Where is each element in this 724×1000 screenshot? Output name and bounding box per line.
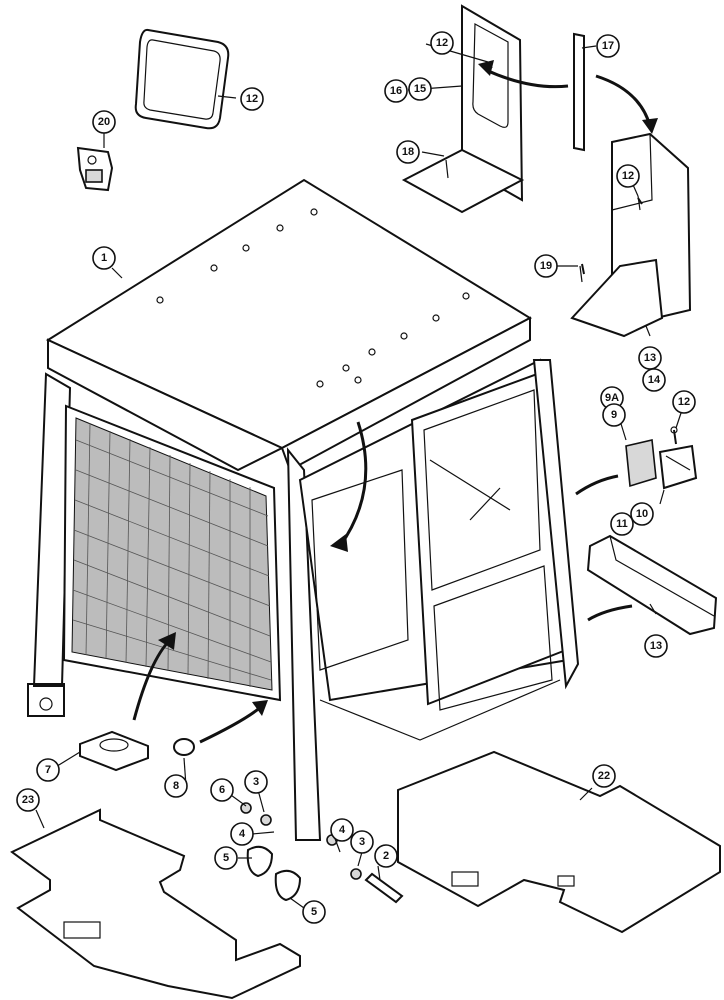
callout-label: 14 <box>648 374 661 386</box>
callout-label: 2 <box>383 850 389 862</box>
callout-label: 18 <box>402 146 414 158</box>
callout-label: 20 <box>98 116 110 128</box>
callout-17: 16 <box>384 79 408 103</box>
callout-label: 7 <box>45 764 51 776</box>
callout-label: 23 <box>22 794 34 806</box>
callout-label: 9A <box>605 392 619 404</box>
callout-3-left: 3 <box>244 770 268 794</box>
callout-9a: 9A <box>600 386 624 410</box>
callout-label: 3 <box>359 836 365 848</box>
pad-part <box>79 730 149 772</box>
callout-21: 20 <box>92 110 116 134</box>
seal-strip-part <box>573 32 585 152</box>
screen-guard-part <box>62 404 282 702</box>
callout-label: 4 <box>339 824 346 836</box>
floor-mat-left-part <box>10 808 301 1000</box>
callout-2: 2 <box>374 844 398 868</box>
callout-label: 15 <box>414 83 426 95</box>
callout-label: 5 <box>311 906 317 918</box>
callout-16: 15 <box>408 77 432 101</box>
callout-label: 11 <box>616 518 628 530</box>
callout-5-right: 5 <box>302 900 326 924</box>
callout-8: 8 <box>164 774 188 798</box>
callout-label: 3 <box>253 776 259 788</box>
filter-element-part <box>625 439 657 488</box>
callout-12-right: 12 <box>616 164 640 188</box>
callout-label: 19 <box>540 260 552 272</box>
callout-label: 4 <box>239 828 246 840</box>
assembly-arrows <box>132 60 658 744</box>
callout-label: 6 <box>219 784 225 796</box>
callout-label: 12 <box>246 93 258 105</box>
callout-label: 12 <box>622 170 634 182</box>
callout-label: 12 <box>436 37 448 49</box>
callout-label: 9 <box>611 409 617 421</box>
window-glass-part <box>134 28 230 130</box>
callout-22: 22 <box>592 764 616 788</box>
callout-label: 16 <box>390 85 402 97</box>
callout-19-top: 18 <box>396 140 420 164</box>
plug-part <box>173 738 195 756</box>
rear-post-left-part <box>401 4 525 214</box>
callout-label: 17 <box>602 40 614 52</box>
filter-cover-part <box>658 444 698 490</box>
callout-12-mid: 12 <box>672 390 696 414</box>
callout-label: 5 <box>223 852 229 864</box>
callout-18: 17 <box>596 34 620 58</box>
callout-1: 1 <box>92 246 116 270</box>
callout-4-left: 4 <box>230 822 254 846</box>
callout-4-right: 4 <box>330 818 354 842</box>
latch-part <box>76 146 114 192</box>
callout-6: 6 <box>210 778 234 802</box>
callout-label: 22 <box>598 770 610 782</box>
callout-5-left: 5 <box>214 846 238 870</box>
callout-14: 13 <box>638 346 662 370</box>
side-panel-part <box>586 534 718 636</box>
leader-lines <box>35 43 685 909</box>
callout-label: 13 <box>644 352 656 364</box>
callout-13: 13 <box>644 634 668 658</box>
callout-label: 13 <box>650 640 662 652</box>
callout-9: 9 <box>602 403 626 427</box>
callout-10: 10 <box>630 502 654 526</box>
callout-7: 7 <box>36 758 60 782</box>
screw-part <box>670 426 678 445</box>
rear-post-right-part <box>570 132 692 338</box>
callout-15: 14 <box>642 368 666 392</box>
callout-label: 8 <box>173 780 179 792</box>
callout-12-top: 12 <box>430 31 454 55</box>
callout-23: 23 <box>16 788 40 812</box>
callout-3-right: 3 <box>350 830 374 854</box>
callout-label: 1 <box>101 252 107 264</box>
callout-20: 12 <box>240 87 264 111</box>
mount-hardware-part <box>240 802 404 904</box>
callout-19-right: 19 <box>534 254 558 278</box>
cab-body-part <box>27 178 580 841</box>
callout-label: 12 <box>678 396 690 408</box>
floor-mat-right-part <box>397 750 721 934</box>
callout-11: 11 <box>610 512 634 536</box>
callout-label: 10 <box>636 508 648 520</box>
